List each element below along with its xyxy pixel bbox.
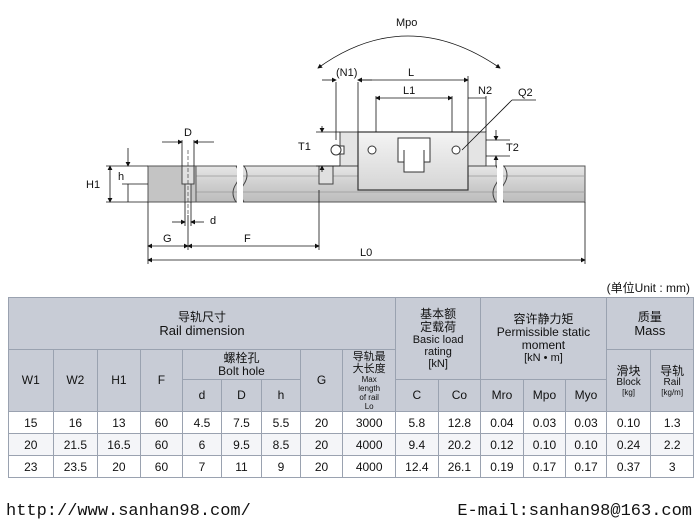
col-g: G [299,349,344,412]
label-l1: L1 [403,85,415,97]
header-rail-dimension: 导轨尺寸 Rail dimension [7,297,397,350]
label-mpo: Mpo [396,17,417,29]
label-n1: (N1) [336,67,357,79]
col-co: Co [437,379,482,412]
dimension-labels: Mpo (N1) L L1 N2 Q2 D T1 T2 H1 h d G F L… [86,17,533,259]
label-h: h [118,171,124,183]
label-t2: T2 [506,142,519,154]
unit-note: (单位Unit : mm) [606,281,690,295]
col-d: d [182,379,222,412]
dimensions [106,35,586,264]
label-q2: Q2 [518,87,533,99]
label-f: F [244,233,251,245]
header-mass: 质量 Mass [605,297,695,350]
col-w2: W2 [52,349,99,412]
label-g: G [163,233,172,245]
header-basic-load: 基本额 定载荷 Basic load rating [kN] [395,297,482,380]
label-t1: T1 [298,141,311,153]
website-link[interactable]: http://www.sanhan98.com/ [6,502,251,521]
header-moment: 容许静力矩 Permissible static moment [kN • m] [480,297,607,380]
col-h: h [261,379,301,412]
col-max-length: 导轨最 大长度 Max length of rail Lo [342,349,397,412]
col-block-mass: 滑块 Block [kg] [605,349,652,412]
col-w1: W1 [8,349,54,412]
label-d-top: D [184,127,192,139]
col-f: F [139,349,184,412]
label-l0: L0 [360,247,372,259]
label-h1: H1 [86,179,100,191]
col-h1: H1 [97,349,141,412]
header-bolt-hole: 螺栓孔 Bolt hole [182,349,301,380]
col-c: C [395,379,439,412]
col-mro: Mro [480,379,524,412]
email-address[interactable]: E-mail:sanhan98@163.com [457,502,692,521]
label-l: L [408,67,414,79]
spec-table: 导轨尺寸 Rail dimension 基本额 定载荷 Basic load r… [7,297,695,478]
col-D: D [220,379,263,412]
linear-guide-drawing: Mpo (N1) L L1 N2 Q2 D T1 T2 H1 h d G F L… [86,17,586,264]
label-d-small: d [210,215,216,227]
label-n2: N2 [478,85,492,97]
slider-block [330,131,487,191]
col-mpo: Mpo [522,379,567,412]
col-myo: Myo [565,379,607,412]
col-rail-mass: 导轨 Rail [kg/m] [650,349,694,412]
